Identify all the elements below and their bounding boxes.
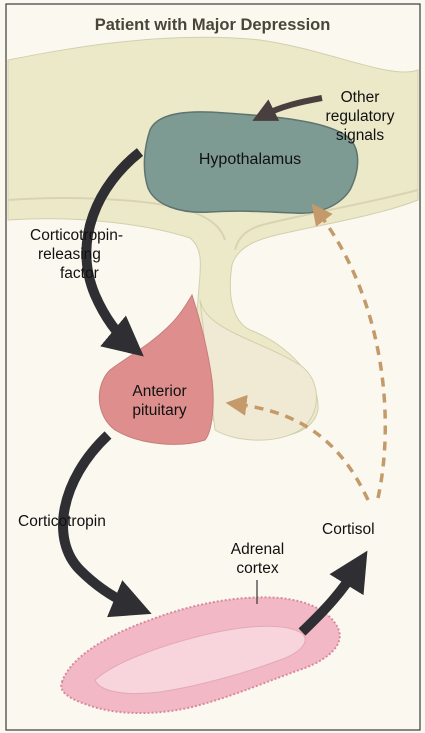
crf-label: Corticotropin- releasing factor: [30, 226, 210, 283]
anterior-pituitary-label: Anterior pituitary: [112, 382, 207, 420]
anterior-pituitary-line-1: Anterior: [112, 382, 207, 401]
hypothalamus-label: Hypothalamus: [160, 150, 340, 169]
other-signals-line-1: Other: [305, 88, 415, 107]
crf-line-3: factor: [30, 264, 210, 283]
diagram-title: Patient with Major Depression: [0, 16, 425, 35]
other-signals-line-2: regulatory: [305, 107, 415, 126]
cortisol-label: Cortisol: [322, 520, 375, 539]
crf-line-1: Corticotropin-: [30, 226, 210, 245]
corticotropin-label: Corticotropin: [18, 512, 106, 531]
other-signals-label: Other regulatory signals: [305, 88, 415, 145]
anterior-pituitary-shape: [99, 295, 213, 444]
other-signals-line-3: signals: [305, 126, 415, 145]
crf-line-2: releasing: [30, 245, 210, 264]
anterior-pituitary-line-2: pituitary: [112, 401, 207, 420]
cortisol-feedback-to-hypothalamus: [318, 212, 385, 498]
adrenal-cortex-line-2: cortex: [205, 559, 310, 578]
adrenal-cortex-label: Adrenal cortex: [205, 540, 310, 578]
adrenal-cortex-line-1: Adrenal: [205, 540, 310, 559]
